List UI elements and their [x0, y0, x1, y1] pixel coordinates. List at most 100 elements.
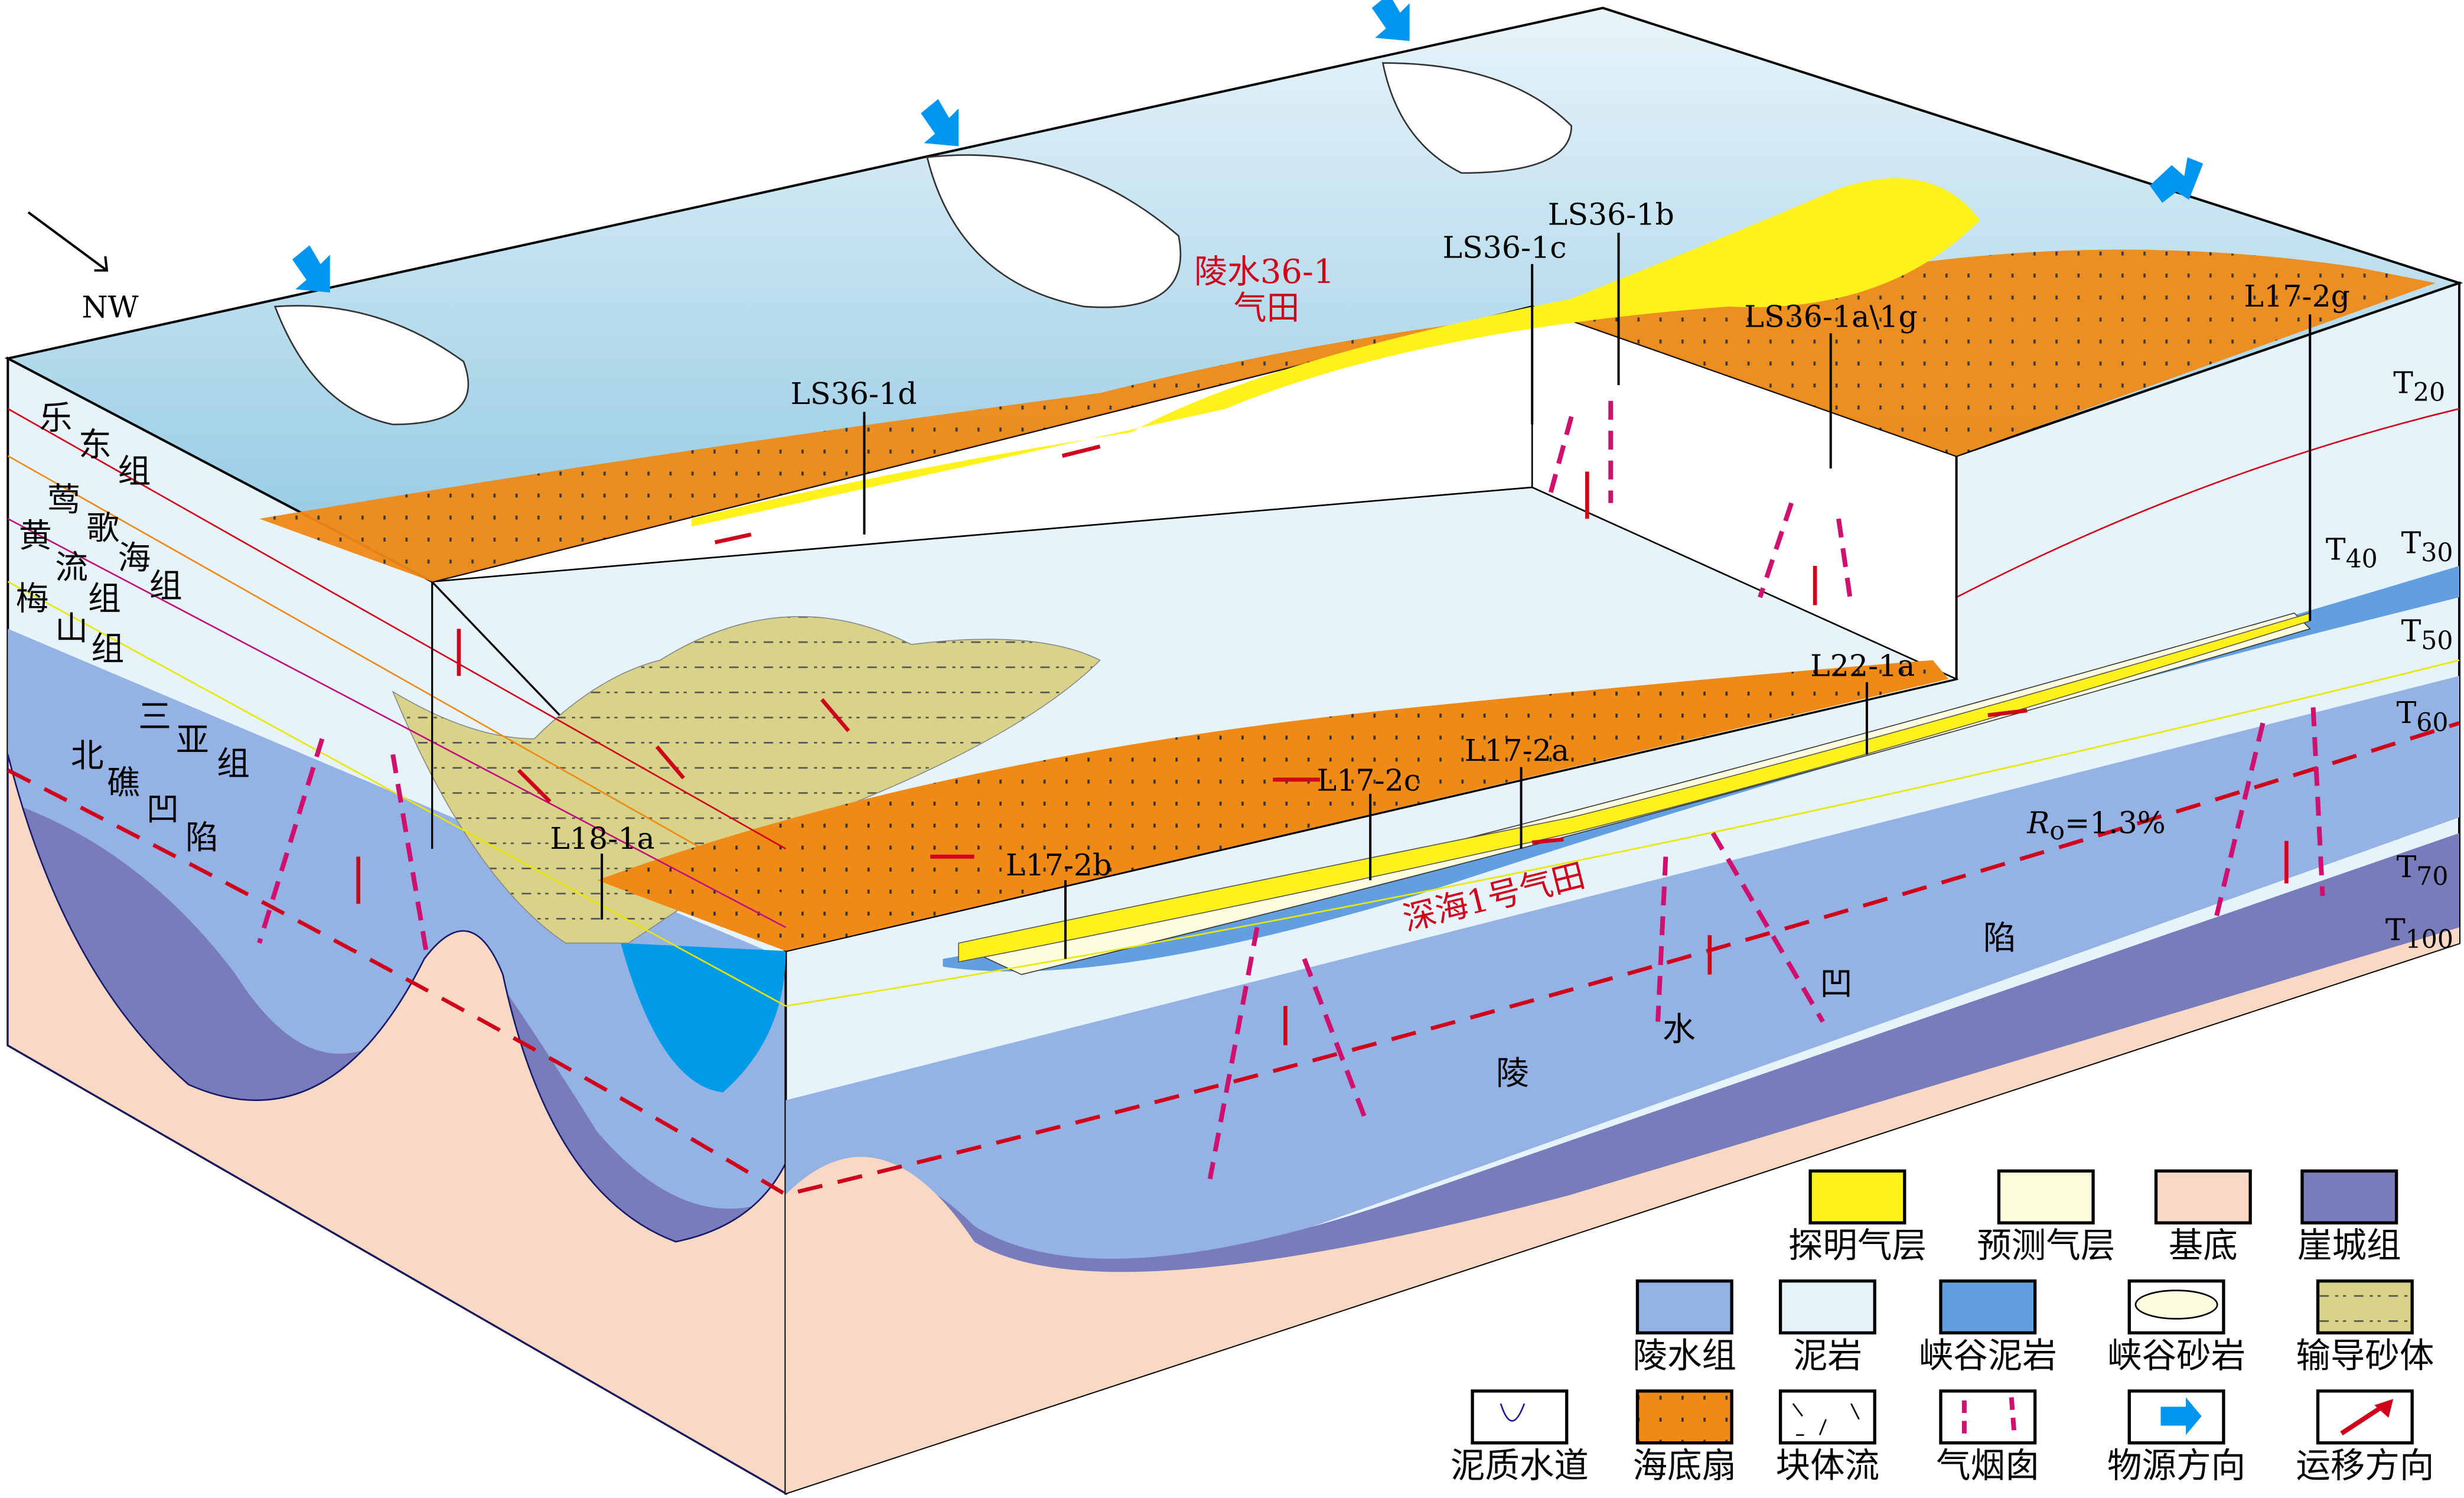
legend: 探明气层 预测气层 基底 崖城组陵水组 泥岩 峡谷泥岩 峡谷砂岩 输导砂体泥质水道 海底扇块体流…: [1451, 1169, 2434, 1486]
legend-label: 峡谷泥岩: [1919, 1336, 2057, 1376]
basement-left: [6, 754, 787, 1495]
legend-label: 泥岩: [1793, 1336, 1862, 1376]
horizon-line-left-3: [7, 518, 786, 929]
wells: [601, 232, 2312, 959]
horizon-t60: T60: [2397, 695, 2449, 737]
huangliu-formation-label-3: 组: [88, 580, 121, 618]
legend-label: 泥质水道: [1451, 1445, 1589, 1486]
legend-item-basement: 基底: [2154, 1169, 2252, 1266]
yacheng-formation-icon: [2300, 1169, 2398, 1225]
yinggehai-formation-label-4: 组: [149, 567, 182, 605]
legend-item-yacheng-formation: 崖城组: [2297, 1169, 2401, 1266]
sanya-formation-label-2: 亚: [176, 721, 209, 760]
legend-label: 运移方向: [2296, 1445, 2434, 1486]
legend-label: 块体流: [1776, 1445, 1880, 1486]
lingshui-sag-label-3: 凹: [1820, 965, 1853, 1003]
proven-gas-layer-icon: [1808, 1169, 1906, 1225]
legend-label: 预测气层: [1977, 1226, 2115, 1266]
horizon-t40: T40: [2326, 532, 2378, 574]
meishan-formation-label-3: 组: [91, 630, 124, 669]
lingshui-formation-icon: [1635, 1279, 1733, 1335]
yinggehai-formation-label-3: 海: [118, 539, 151, 577]
well-label: L17-2a: [1465, 733, 1569, 768]
well-label: LS36-1c: [1443, 230, 1567, 265]
carrier-sandbody: [392, 616, 1101, 944]
legend-item-mudstone: 泥岩: [1778, 1279, 1876, 1376]
legend-item-carrier-sandbody: 输导砂体: [2296, 1279, 2434, 1376]
legend-item-canyon-sandstone: 峡谷砂岩: [2107, 1279, 2245, 1376]
ro-isoline-label: Ro=1.3%: [2026, 805, 2165, 846]
well-label: L22-1a: [1810, 648, 1915, 683]
lingshui-sag-label-4: 陷: [1983, 919, 2016, 958]
horizon-t70: T70: [2397, 849, 2449, 891]
mass-transport-2: [926, 154, 1182, 308]
well-label: LS36-1d: [790, 376, 917, 411]
provenance-direction-icon: [2127, 1389, 2225, 1445]
legend-item-muddy-channel: 泥质水道: [1451, 1389, 1589, 1486]
mass-transport-1: [273, 305, 470, 425]
ls36-1-field-label-2: 气田: [1234, 289, 1300, 327]
proven-gas-layer-top: [691, 178, 1980, 527]
well-label: LS36-1b: [1548, 197, 1674, 232]
horizon-line-left-1: [7, 408, 787, 850]
lingshui-sag-label-2: 水: [1663, 1011, 1696, 1049]
well-label: L17-2c: [1317, 763, 1420, 798]
submarine-fan-top: [259, 249, 2436, 582]
gas-chimney-icon: [257, 400, 2325, 1180]
yinggehai-formation-label-1: 莺: [47, 481, 80, 519]
ls36-1-field-label: 陵水36-1: [1194, 253, 1334, 291]
beijiao-sag-label-4: 陷: [185, 819, 219, 857]
compass-arrow-icon: [27, 211, 108, 272]
sanya-formation-label-1: 三: [138, 698, 171, 736]
basement-icon: [2154, 1169, 2252, 1225]
legend-label: 输导砂体: [2296, 1336, 2434, 1376]
legend-item-gas-chimney: 气烟囱: [1936, 1389, 2040, 1486]
north-west-compass: NW: [27, 211, 139, 325]
legend-label: 崖城组: [2297, 1226, 2401, 1266]
legend-item-mass-transport: 块体流: [1776, 1389, 1880, 1486]
provenance-arrow-icon: [292, 0, 2204, 293]
beijiao-sag-label-1: 北: [71, 737, 104, 776]
horizon-line-t60: [786, 659, 2460, 1007]
ledong-formation-label-2: 东: [79, 426, 112, 464]
legend-label: 海底扇: [1633, 1445, 1737, 1486]
horizon-t30: T30: [2401, 526, 2453, 568]
legend-item-canyon-mudstone: 峡谷泥岩: [1919, 1279, 2057, 1376]
legend-label: 陵水组: [1633, 1336, 1737, 1376]
horizon-line-left-4: [7, 581, 786, 1007]
legend-item-migration-direction: 运移方向: [2296, 1389, 2434, 1486]
muddy-channel-icon: [1471, 1389, 1569, 1445]
mass-transport-3: [1381, 62, 1573, 174]
legend-item-proven-gas-layer: 探明气层: [1788, 1169, 1927, 1266]
legend-label: 峡谷砂岩: [2107, 1336, 2245, 1376]
lingshui-formation-right: [786, 676, 2460, 1415]
basement-right: [786, 927, 2460, 1493]
legend-label: 探明气层: [1788, 1226, 1927, 1266]
gas-chimney-icon: [1939, 1389, 2037, 1445]
legend-item-lingshui-formation: 陵水组: [1633, 1279, 1737, 1376]
canyon-fill-left: [620, 943, 786, 1093]
canyon-mudstone-icon: [1939, 1279, 2037, 1335]
ledong-formation-label-3: 组: [118, 452, 151, 491]
well-label: L17-2g: [2244, 279, 2350, 314]
migration-arrow-icon: [356, 444, 2289, 1046]
huangliu-formation-label-2: 流: [55, 548, 88, 587]
submarine-fan-floor: [597, 660, 1949, 951]
yinggehai-formation-label-2: 歌: [86, 509, 119, 548]
well-label: L18-1a: [550, 821, 654, 856]
horizon-t20: T20: [2393, 365, 2445, 407]
meishan-formation-label-2: 山: [55, 610, 88, 648]
legend-item-submarine-fan: 海底扇: [1633, 1389, 1737, 1486]
legend-item-predicted-gas-layer: 预测气层: [1977, 1169, 2115, 1266]
well-label: LS36-1a\1g: [1744, 299, 1917, 334]
horizon-t50: T50: [2401, 614, 2453, 656]
carrier-sandbody-icon: [2316, 1279, 2414, 1335]
mudstone-icon: [1778, 1279, 1876, 1335]
predicted-gas-layer-icon: [1997, 1169, 2095, 1225]
legend-label: 基底: [2169, 1226, 2238, 1266]
well-label: L17-2b: [1006, 848, 1112, 882]
horizon-line-left-2: [7, 455, 787, 897]
horizon-line-t20: [1955, 408, 2460, 598]
compass-label: NW: [82, 290, 138, 325]
